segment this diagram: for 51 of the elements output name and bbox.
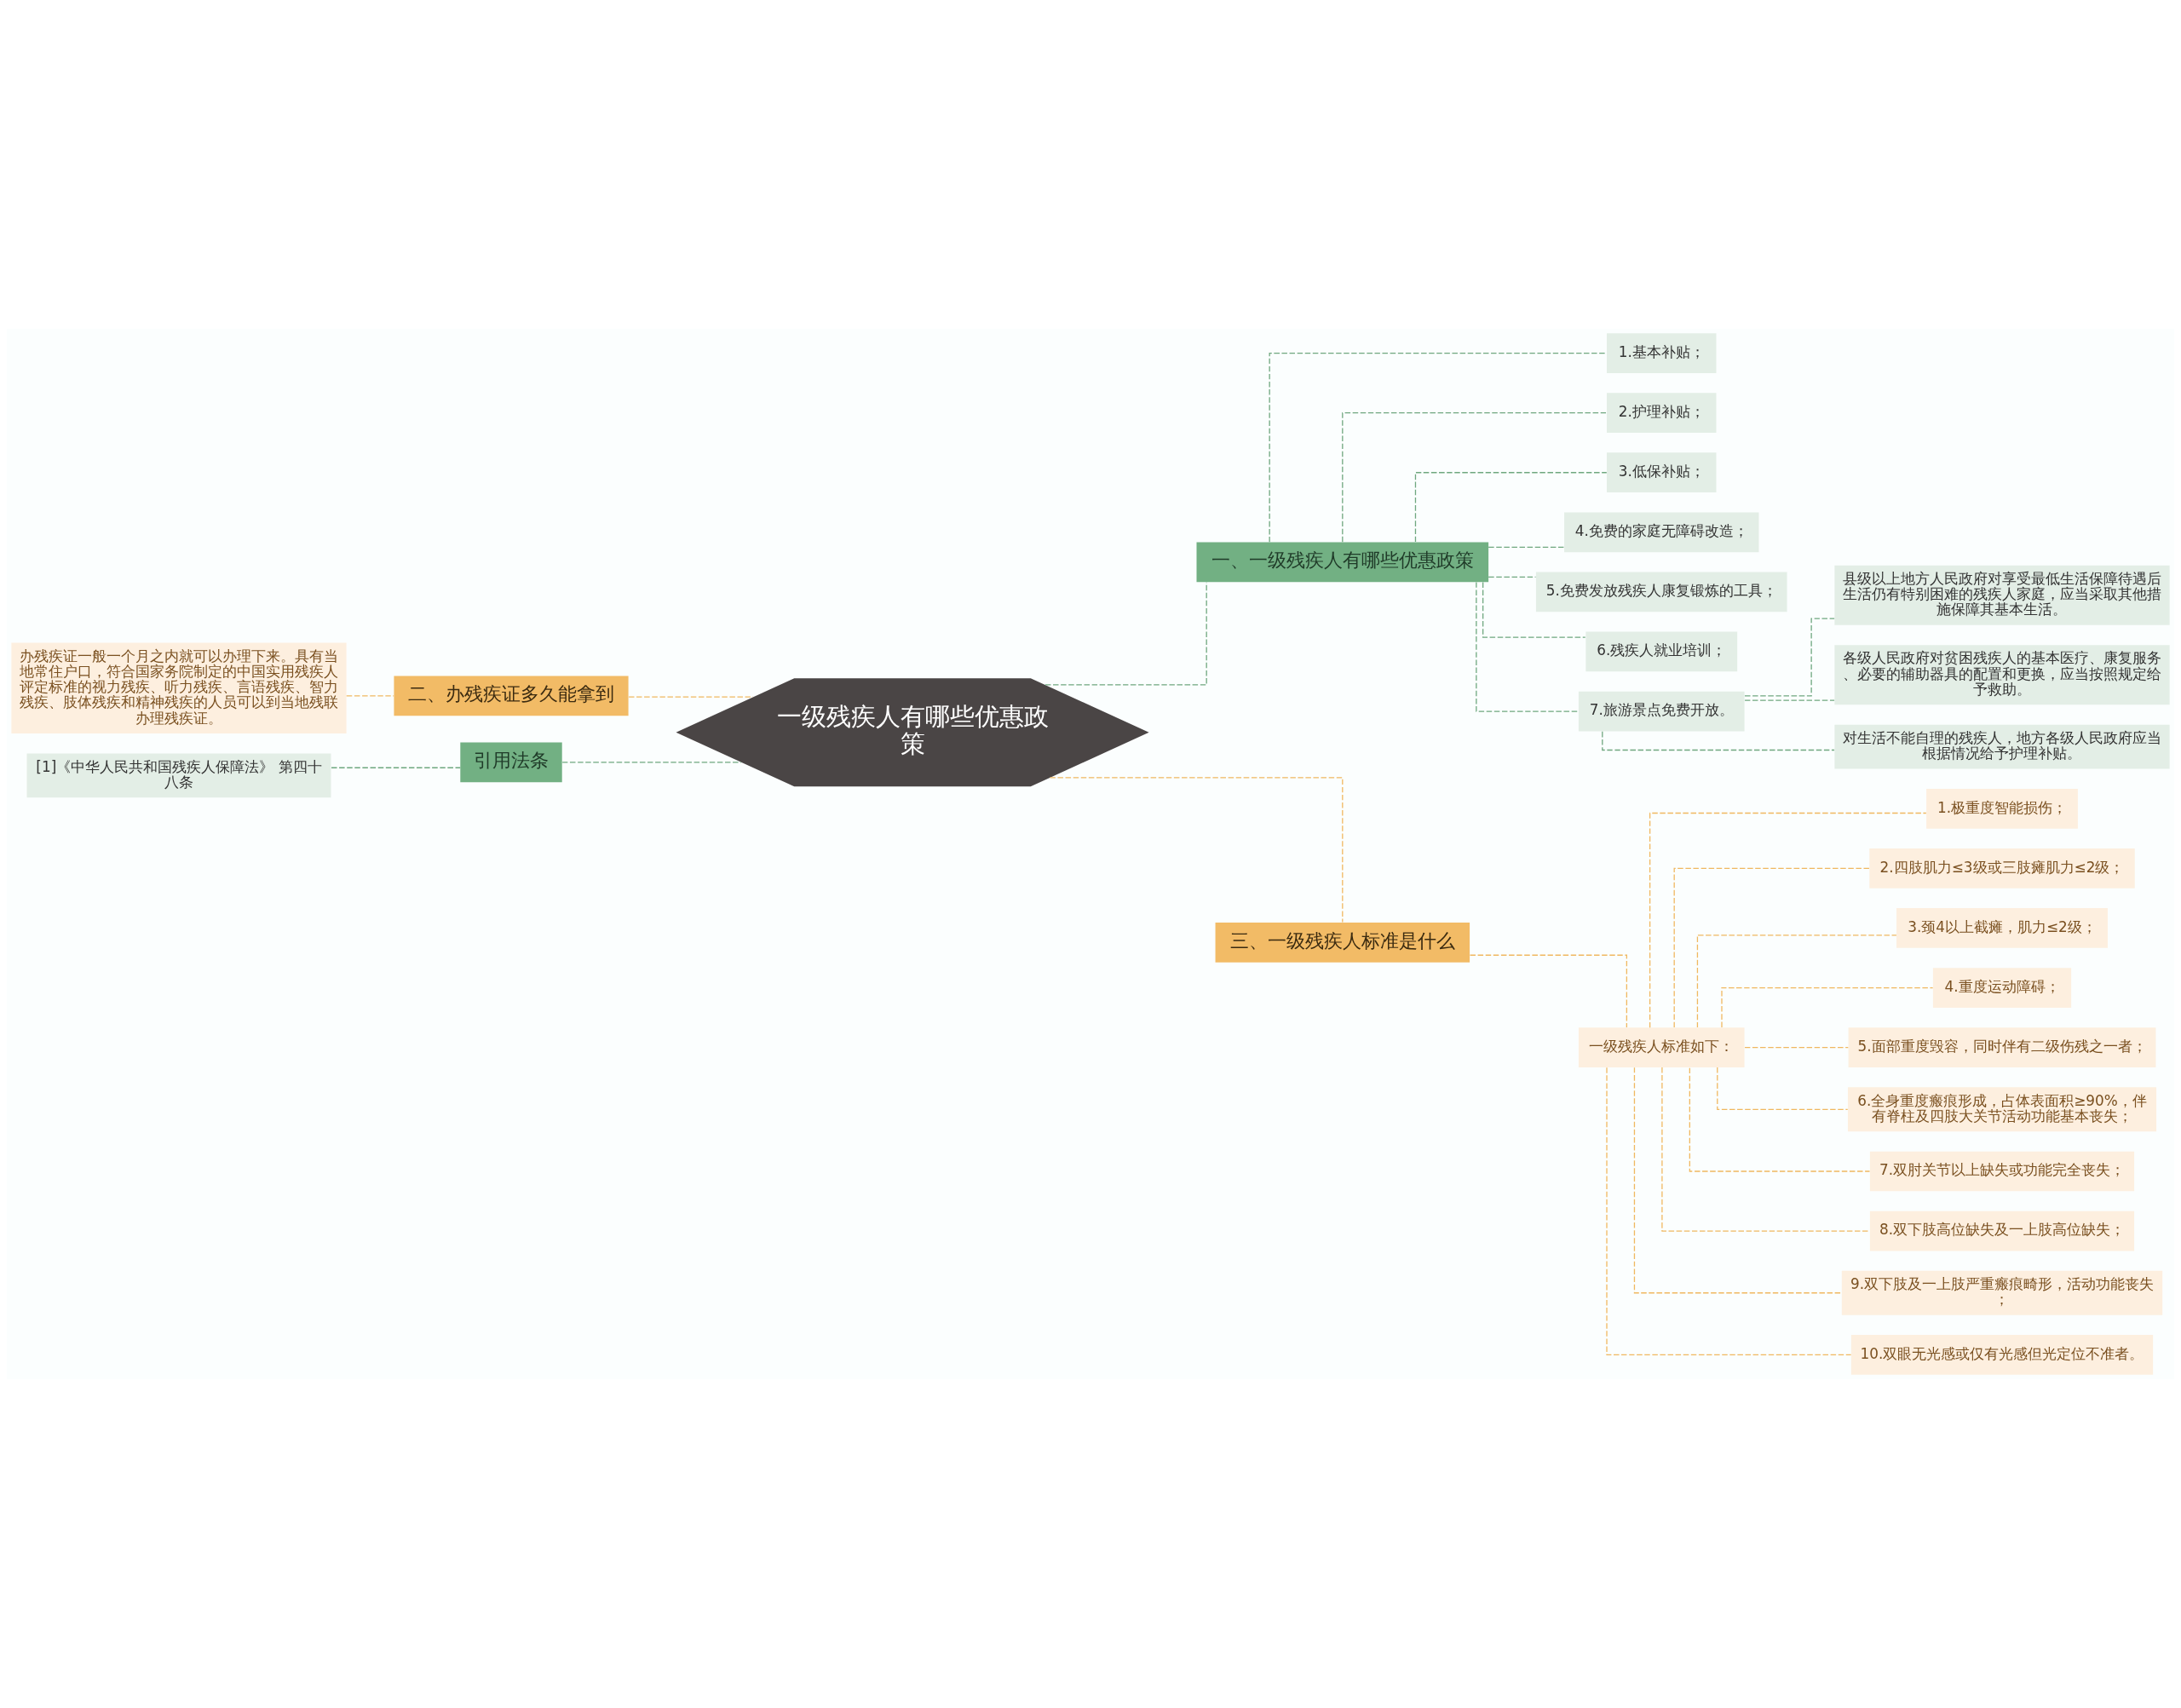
node-box: 3.颈4以上截瘫，肌力≤2级； — [1896, 908, 2108, 948]
connector — [1744, 1047, 1849, 1049]
node-box: 2.护理补贴； — [1607, 393, 1717, 433]
node-box: 8.双下肢高位缺失及一上肢高位缺失； — [1869, 1211, 2135, 1251]
connector — [1469, 954, 1628, 1028]
connector — [1689, 1067, 1871, 1172]
node-box: 4.重度运动障碍； — [1932, 968, 2072, 1008]
node-box: 10.双眼无光感或仅有光感但光定位不准者。 — [1850, 1335, 2154, 1375]
connector — [1476, 581, 1579, 712]
connector — [1649, 812, 1927, 1028]
node-box: 9.双下肢及一上肢严重瘢痕畸形，活动功能丧失； — [1841, 1270, 2163, 1315]
connector — [1269, 352, 1608, 543]
node-box: 1.基本补贴； — [1607, 333, 1717, 373]
connector — [1602, 731, 1835, 751]
connector — [1673, 867, 1870, 1028]
connector — [1606, 1067, 1852, 1356]
connector — [1721, 986, 1934, 1028]
connector — [1661, 1067, 1871, 1232]
connector — [1342, 412, 1608, 543]
node-box: 办残疾证一般一个月之内就可以办理下来。具有当地常住户口，符合国家务院制定的中国实用残疾人评定标准的视力残疾、听力残疾、言语残疾、智力残疾、肢体残疾和精神残疾的人员可以到当地残联办理残疾证。 — [11, 642, 347, 734]
node-box: 7.旅游景点免费开放。 — [1578, 691, 1745, 732]
node-box: 二、办残疾证多久能拿到 — [394, 676, 629, 716]
connector — [1744, 699, 1835, 701]
connector — [1488, 546, 1565, 548]
connector — [561, 762, 742, 763]
node-box: 县级以上地方人民政府对享受最低生活保障待遇后生活仍有特别困难的残疾人家庭，应当采取其他措施保障其基本生活。 — [1834, 565, 2170, 625]
node-box: 4.免费的家庭无障碍改造； — [1564, 512, 1759, 553]
connector — [331, 767, 461, 768]
connector — [1482, 581, 1586, 638]
node-box: 6.全身重度瘢痕形成，占体表面积≥90%，伴有脊柱及四肢大关节活动功能基本丧失； — [1847, 1087, 2157, 1132]
connector — [1049, 777, 1344, 923]
node-box: 6.残疾人就业培训； — [1585, 631, 1738, 672]
node-box: 7.双肘关节以上缺失或功能完全丧失； — [1869, 1151, 2135, 1192]
connector — [1696, 935, 1897, 1028]
connector — [346, 695, 394, 697]
node-box: 引用法条 — [460, 742, 562, 783]
node-box: 一级残疾人标准如下： — [1578, 1027, 1745, 1067]
node-box: 2.四肢肌力≤3级或三肢瘫肌力≤2级； — [1869, 848, 2135, 889]
node-box: 3.低保补贴； — [1607, 452, 1717, 493]
node-box: 各级人民政府对贫困残疾人的基本医疗、康复服务、必要的辅助器具的配置和更换，应当按照规定给予救助。 — [1834, 645, 2170, 705]
node-box: 5.面部重度毁容，同时伴有二级伤残之一者； — [1848, 1027, 2156, 1067]
node-box: 5.免费发放残疾人康复锻炼的工具； — [1535, 572, 1787, 612]
node-box: 三、一级残疾人标准是什么 — [1215, 922, 1470, 963]
connector — [1633, 1067, 1842, 1294]
connector — [1488, 576, 1537, 578]
node-box: 对生活不能自理的残疾人，地方各级人民政府应当根据情况给予护理补贴。 — [1834, 724, 2170, 769]
node-box: 1.极重度智能损伤； — [1926, 788, 2078, 829]
node-box: 一、一级残疾人有哪些优惠政策 — [1196, 542, 1489, 583]
node-box: [1]《中华人民共和国残疾人保障法》 第四十八条 — [26, 753, 331, 798]
connector — [1717, 1067, 1849, 1110]
connector — [1414, 472, 1608, 543]
